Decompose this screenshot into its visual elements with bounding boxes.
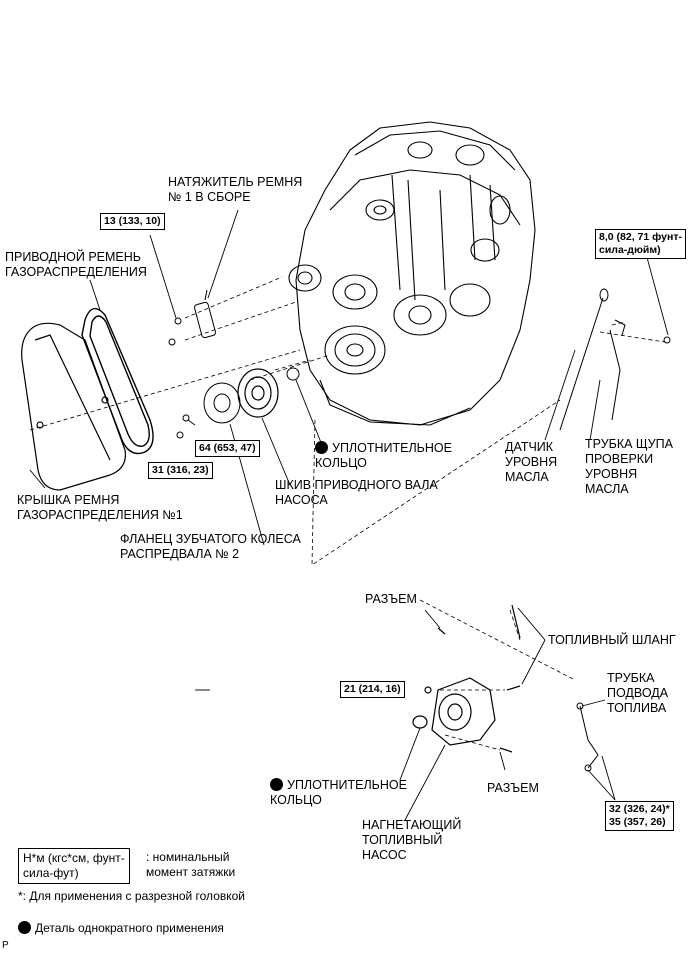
label-o-ring-top-text: УПЛОТНИТЕЛЬНОЕ КОЛЬЦО (315, 441, 452, 470)
label-dipstick-tube: ТРУБКА ЩУПА ПРОВЕРКИ УРОВНЯ МАСЛА (585, 437, 673, 496)
label-oil-level-sensor: ДАТЧИК УРОВНЯ МАСЛА (505, 440, 558, 484)
label-o-ring-top: УПЛОТНИТЕЛЬНОЕ КОЛЬЦО (315, 441, 452, 471)
fuel-inlet-tube-part (576, 702, 599, 772)
single-use-icon (18, 921, 31, 934)
label-pump: НАГНЕТАЮЩИЙ ТОПЛИВНЫЙ НАСОС (362, 818, 462, 862)
page-mark: P (2, 940, 9, 951)
label-pump-pulley: ШКИВ ПРИВОДНОГО ВАЛА НАСОСА (275, 478, 438, 507)
label-camshaft-flange: ФЛАНЕЦ ЗУБЧАТОГО КОЛЕСА РАСПРЕДВАЛА № 2 (120, 532, 301, 561)
torque-64: 64 (653, 47) (195, 440, 260, 457)
legend-single-use: Деталь однократного применения (18, 921, 224, 936)
belt-cover-part (21, 322, 127, 491)
timing-belt-part (81, 307, 154, 455)
legend-unit-desc: : номинальный момент затяжки (146, 850, 236, 879)
legend-note: *: Для применения с разрезной головкой (18, 889, 246, 903)
torque-13: 13 (133, 10) (100, 213, 165, 230)
dipstick-part (559, 288, 671, 431)
label-fuel-inlet-tube: ТРУБКА ПОДВОДА ТОПЛИВА (607, 671, 669, 715)
camshaft-flange-part (176, 382, 241, 439)
tensioner-part (168, 289, 216, 346)
torque-31: 31 (316, 23) (148, 462, 213, 479)
single-use-icon (315, 441, 328, 454)
engine-block (288, 121, 536, 426)
legend-unit-box: Н*м (кгс*см, фунт- сила-фут) (18, 848, 130, 884)
label-belt-cover: КРЫШКА РЕМНЯ ГАЗОРАСПРЕДЕЛЕНИЯ №1 (17, 493, 183, 522)
label-fuel-hose: ТОПЛИВНЫЙ ШЛАНГ (548, 633, 676, 647)
legend-single-use-text: Деталь однократного применения (35, 921, 224, 935)
label-o-ring-bottom: УПЛОТНИТЕЛЬНОЕ КОЛЬЦО (270, 778, 407, 808)
label-connector-top: РАЗЪЕМ (365, 592, 417, 606)
label-o-ring-bottom-text: УПЛОТНИТЕЛЬНОЕ КОЛЬЦО (270, 778, 407, 807)
label-connector-bottom: РАЗЪЕМ (487, 781, 539, 795)
torque-8: 8,0 (82, 71 фунт- сила-дюйм) (595, 229, 686, 259)
label-timing-belt: ПРИВОДНОЙ РЕМЕНЬ ГАЗОРАСПРЕДЕЛЕНИЯ (5, 250, 147, 279)
single-use-icon (270, 778, 283, 791)
o-ring-top-part (286, 367, 300, 381)
pump-pulley-part (237, 368, 279, 418)
label-tensioner: НАТЯЖИТЕЛЬ РЕМНЯ № 1 В СБОРЕ (168, 175, 303, 204)
torque-21: 21 (214, 16) (340, 681, 405, 698)
torque-32: 32 (326, 24)* 35 (357, 26) (605, 801, 674, 831)
fuel-pump-part (412, 604, 521, 753)
